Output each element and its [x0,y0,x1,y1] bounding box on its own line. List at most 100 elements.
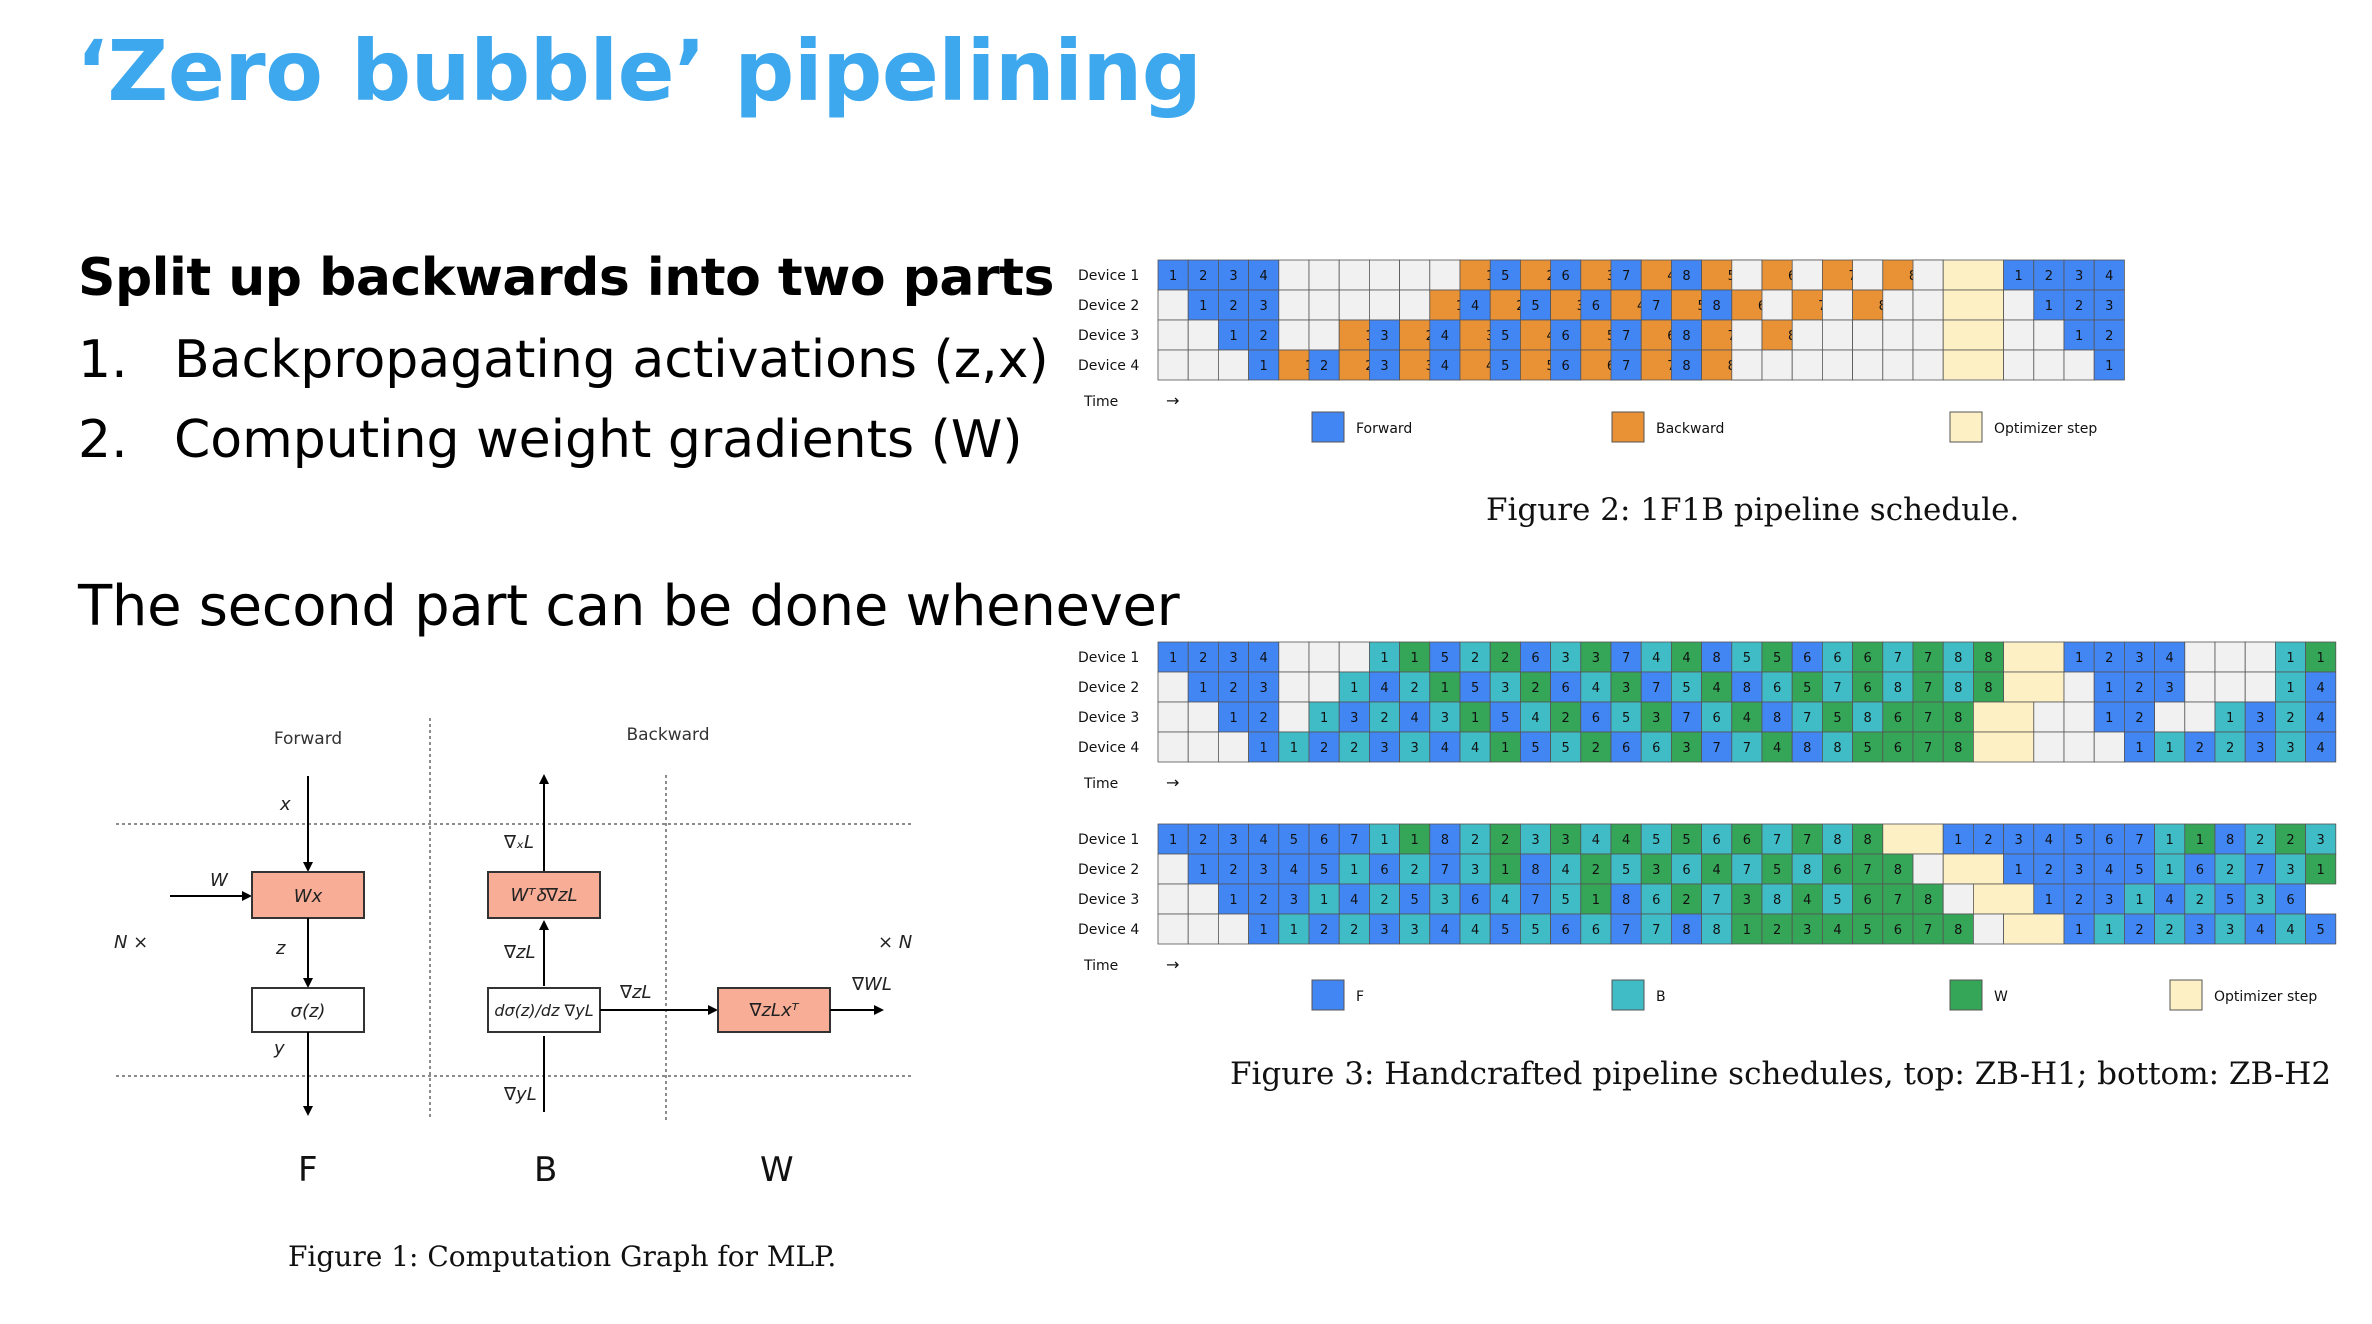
fig2-cell-label: 1 [2075,329,2083,344]
zbh2-cell [1459,823,1491,855]
zbh2-cell-label: 4 [2105,863,2113,878]
zbh1-cell [2063,641,2095,673]
zbh1-cell-label: 6 [1531,651,1539,666]
zbh1-cell-label: 2 [1471,651,1479,666]
zbh2-cell-label: 1 [1501,863,1509,878]
zbh2-cell-label: 4 [2166,893,2174,908]
zbh1-cell-label: 2 [1199,651,1207,666]
zbh1-cell-label: 8 [1984,681,1992,696]
fig2-cell [1308,289,1340,321]
device-label: Device 2 [1078,862,1139,878]
zbh2-cell-label: 5 [2226,893,2234,908]
zbh1-cell [2244,701,2276,733]
device-label: Device 3 [1078,892,1139,908]
zbh1-cell [1278,671,1310,703]
zbh1-cell-label: 8 [1954,681,1962,696]
zbh2-cell-label: 5 [2075,833,2083,848]
zbh1-cell [1791,641,1823,673]
fig2-cell-label: 1 [1169,269,1177,284]
zbh1-cell-label: 2 [2135,711,2143,726]
zbh2-cell [2154,913,2186,945]
zbh1-cell [1248,671,1280,703]
fig2-cell-label: 6 [1562,329,1570,344]
zbh2-cell [1822,883,1854,915]
zbh1-cell-label: 4 [2317,711,2325,726]
zbh1-cell-label: 7 [1924,741,1932,756]
zbh1-cell-label: 7 [1894,651,1902,666]
list-number: 1. [78,330,128,390]
zbh2-cell [1852,853,1884,885]
zbh1-cell [1822,731,1854,763]
zbh2-cell [1942,853,2005,885]
zbh2-cell [2244,883,2276,915]
fig2-cell-label: 2 [1199,269,1207,284]
fig2-cell [1822,319,1854,351]
zbh2-cell-label: 3 [1380,923,1388,938]
fig2-cell [1217,289,1249,321]
zbh2-cell [1640,913,1672,945]
zbh2-cell-label: 2 [2045,863,2053,878]
fig2-cell [1580,289,1612,321]
zbh1-cell [1308,641,1340,673]
zbh1-cell [1157,671,1189,703]
zbh1-cell-label: 6 [1894,741,1902,756]
zbh1-cell-label: 4 [1592,681,1600,696]
zbh1-cell [1580,731,1612,763]
fig2-cell [1217,349,1249,381]
zbh2-cell-label: 5 [1290,833,1298,848]
zbh1-cell [1368,641,1400,673]
zbh1-cell [1187,671,1219,703]
zbh2-cell [2275,913,2307,945]
zbh2-cell [1187,823,1219,855]
legend-swatch [1611,411,1645,443]
zbh1-cell [2124,671,2156,703]
zbh1-cell-label: 4 [1380,681,1388,696]
zbh1-cell-label: 2 [2226,741,2234,756]
zbh1-cell-label: 1 [2105,681,2113,696]
zbh1-cell-label: 7 [1803,711,1811,726]
zbh1-cell [2003,641,2065,673]
zbh1-cell [1338,641,1370,673]
zbh2-cell [1912,853,1944,885]
zbh1-cell [2124,731,2156,763]
zbh2-cell-label: 3 [1531,833,1539,848]
fig2-cell-label: 8 [1682,359,1690,374]
zbh1-cell [1852,701,1884,733]
fig2-cell [1731,259,1763,291]
zbh1-cell-label: 8 [1743,681,1751,696]
zbh2-cell [2063,823,2095,855]
zbh2-cell-label: 7 [2256,863,2264,878]
device-label: Device 4 [1078,922,1139,938]
zbh2-cell-label: 6 [1652,893,1660,908]
zbh2-cell-label: 1 [1350,863,1358,878]
zbh2-cell-label: 4 [2256,923,2264,938]
zbh2-cell-label: 1 [2166,863,2174,878]
zbh2-cell [1429,823,1461,855]
zbh1-cell [1671,701,1703,733]
zbh2-cell-label: 7 [1622,923,1630,938]
list-item-1: 1.Backpropagating activations (z,x) [78,330,1049,390]
zbh1-cell [1489,671,1521,703]
zbh2-cell [1187,913,1219,945]
zbh2-cell [1701,823,1733,855]
zbh1-cell [1701,701,1733,733]
zbh2-cell-label: 3 [1411,923,1419,938]
zbh1-cell-label: 2 [1501,651,1509,666]
zbh1-cell [1519,701,1551,733]
fig2-cell-label: 1 [1229,329,1237,344]
fig2-cell [2093,349,2125,381]
zbh2-cell [1791,823,1823,855]
zbh2-cell-label: 5 [1320,863,1328,878]
fig2-cell [2033,319,2065,351]
zbh1-cell-label: 1 [1199,681,1207,696]
zbh2-cell-label: 8 [1833,833,1841,848]
label-grad-z: ∇zL [503,942,536,963]
time-arrow: → [1166,391,1179,410]
zbh2-cell-label: 1 [2135,893,2143,908]
zbh2-cell [1761,823,1793,855]
fig2-cell [1338,259,1370,291]
zbh2-cell-label: 3 [2015,833,2023,848]
zbh2-cell-label: 4 [2286,923,2294,938]
device-label: Device 2 [1078,298,1139,314]
pipeline-schedules: Device 112341526374856781234Device 21231… [1078,259,2337,1011]
